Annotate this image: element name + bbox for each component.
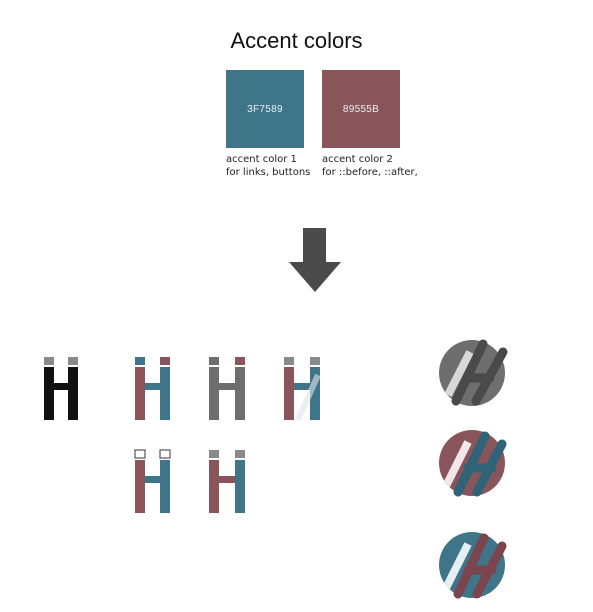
logo-variant-icon (209, 357, 245, 420)
accent-color-2-usage: for ::before, ::after, (322, 167, 418, 178)
logo-variant-icon (134, 449, 171, 513)
accent-color-1-code: 3F7589 (247, 103, 283, 115)
accent-color-1-caption: accent color 1 for links, buttons (226, 153, 310, 179)
accent-color-2-caption: accent color 2 for ::before, ::after, (322, 153, 418, 179)
accent-color-2-name: accent color 2 (322, 154, 393, 165)
down-arrow-icon (289, 228, 341, 292)
logo-round-icon (439, 339, 508, 406)
accent-color-1-swatch: 3F7589 (226, 70, 304, 148)
page-title: Accent colors (230, 28, 363, 53)
accent-color-2-code: 89555B (342, 103, 380, 115)
logo-variant-icon (209, 450, 245, 513)
accent-color-1-usage: for links, buttons (226, 167, 311, 178)
logo-black-icon (44, 357, 78, 420)
accent-color-2-swatch: 89555B (322, 70, 400, 148)
accent-color-1-name: accent color 1 (226, 154, 297, 165)
logo-round-icon (439, 430, 507, 497)
logo-variant-icon (284, 357, 321, 422)
logo-variant-icon (135, 357, 170, 420)
logo-round-icon (439, 532, 507, 599)
